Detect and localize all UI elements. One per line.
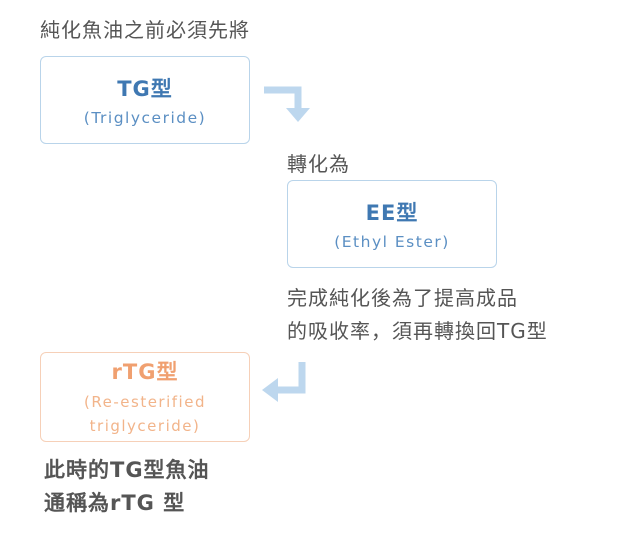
rtg-subtitle-line: (Re-esterified <box>84 393 206 411</box>
step2-line: 完成純化後為了提高成品 <box>287 286 518 310</box>
rtg-box: rTG型 (Re-esterified triglyceride) <box>40 352 250 442</box>
step2-line: 的吸收率，須再轉換回TG型 <box>287 319 548 343</box>
step2-text: 完成純化後為了提高成品 的吸收率，須再轉換回TG型 <box>287 282 548 348</box>
final-line: 此時的TG型魚油 <box>44 458 210 482</box>
step1-label: 轉化為 <box>287 152 350 176</box>
final-line: 通稱為rTG 型 <box>44 491 186 515</box>
rtg-subtitle: (Re-esterified triglyceride) <box>84 390 206 438</box>
rtg-subtitle-line: triglyceride) <box>89 417 201 435</box>
tg-subtitle: (Triglyceride) <box>83 109 207 127</box>
tg-title: TG型 <box>117 77 173 101</box>
intro-text: 純化魚油之前必須先將 <box>40 18 250 42</box>
ee-title: EE型 <box>365 201 419 225</box>
tg-box: TG型 (Triglyceride) <box>40 56 250 144</box>
ee-box: EE型 (Ethyl Ester) <box>287 180 497 268</box>
final-text: 此時的TG型魚油 通稱為rTG 型 <box>44 454 210 520</box>
arrow-down-right-icon <box>264 86 310 122</box>
rtg-title: rTG型 <box>111 360 179 384</box>
ee-subtitle: (Ethyl Ester) <box>334 233 450 251</box>
arrow-down-left-icon <box>262 362 306 402</box>
